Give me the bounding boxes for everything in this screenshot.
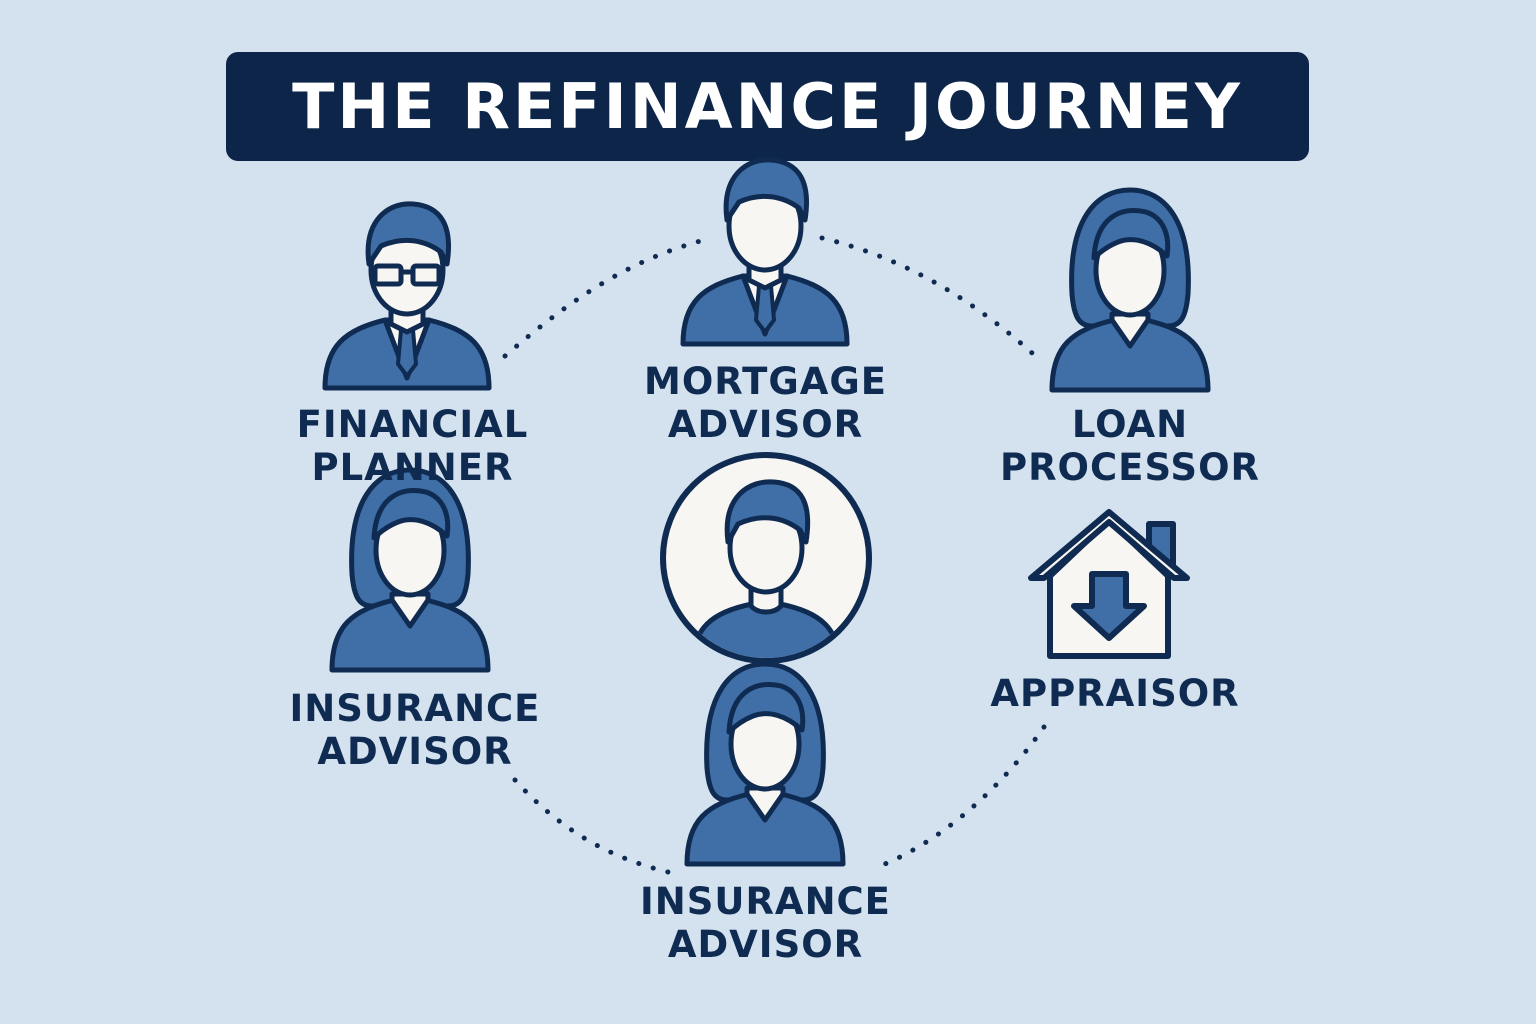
loan-processor-icon bbox=[1052, 190, 1208, 390]
house-roof bbox=[1028, 509, 1190, 581]
mortgage-advisor-icon bbox=[683, 160, 847, 344]
dotted-connectors bbox=[502, 235, 1047, 875]
insurance-advisor-bottom-line1: INSURANCE bbox=[640, 880, 891, 923]
mortgage-advisor-label: MORTGAGE ADVISOR bbox=[613, 360, 918, 446]
house-down-arrow-icon bbox=[1028, 509, 1190, 659]
down-arrow bbox=[1071, 571, 1147, 641]
financial-planner-label: FINANCIAL PLANNER bbox=[265, 403, 560, 489]
appraisor-label: APPRAISOR bbox=[975, 672, 1255, 715]
client-circle-icon bbox=[660, 452, 872, 664]
insurance-advisor-bottom-icon bbox=[687, 664, 843, 864]
connector-appraisor-bottom bbox=[877, 724, 1047, 869]
mortgage-advisor-line1: MORTGAGE bbox=[644, 360, 887, 403]
financial-planner-line1: FINANCIAL bbox=[296, 403, 529, 446]
mortgage-advisor-line2: ADVISOR bbox=[667, 403, 864, 446]
insurance-advisor-left-line2: ADVISOR bbox=[317, 730, 513, 773]
financial-planner-line2: PLANNER bbox=[311, 446, 514, 489]
connector-mortgage-loan bbox=[819, 235, 1045, 365]
connector-planner-mortgage bbox=[502, 235, 715, 359]
loan-processor-line1: LOAN bbox=[1071, 403, 1189, 446]
insurance-advisor-left-label: INSURANCE ADVISOR bbox=[265, 687, 565, 773]
insurance-advisor-bottom-label: INSURANCE ADVISOR bbox=[613, 880, 918, 966]
glasses-icon bbox=[372, 263, 442, 287]
financial-planner-icon bbox=[325, 204, 489, 388]
connector-insurance-bottom bbox=[512, 777, 671, 875]
loan-processor-label: LOAN PROCESSOR bbox=[985, 403, 1275, 489]
appraisor-line1: APPRAISOR bbox=[990, 672, 1240, 715]
insurance-advisor-bottom-line2: ADVISOR bbox=[667, 923, 864, 966]
page-title: THE REFINANCE JOURNEY bbox=[292, 70, 1243, 143]
title-banner: THE REFINANCE JOURNEY bbox=[226, 52, 1309, 161]
insurance-advisor-left-line1: INSURANCE bbox=[289, 687, 541, 730]
loan-processor-line2: PROCESSOR bbox=[999, 446, 1261, 489]
insurance-advisor-left-icon bbox=[332, 470, 488, 670]
